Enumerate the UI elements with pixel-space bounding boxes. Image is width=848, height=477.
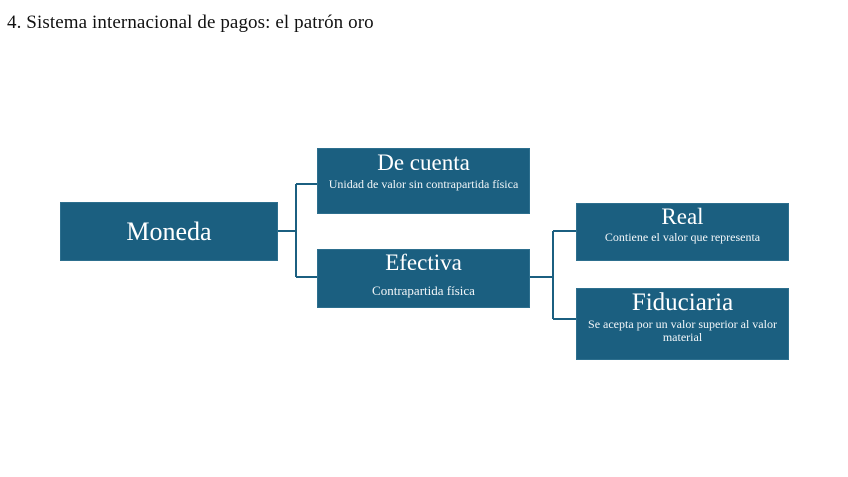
node-efectiva-title: Efectiva <box>385 250 462 275</box>
node-fiduciaria[interactable]: Fiduciaria Se acepta por un valor superi… <box>576 288 789 360</box>
node-real-title: Real <box>661 204 704 229</box>
node-de-cuenta-title: De cuenta <box>377 150 470 175</box>
node-real-subtitle: Contiene el valor que representa <box>604 229 761 244</box>
node-real[interactable]: Real Contiene el valor que representa <box>576 203 789 261</box>
node-efectiva[interactable]: Efectiva Contrapartida física <box>317 249 530 308</box>
node-fiduciaria-subtitle: Se acepta por un valor superior al valor… <box>588 317 777 345</box>
node-moneda[interactable]: Moneda <box>60 202 278 261</box>
node-fiduciaria-title: Fiduciaria <box>631 289 734 316</box>
node-efectiva-subtitle: Contrapartida física <box>372 282 475 298</box>
node-de-cuenta-subtitle: Unidad de valor sin contrapartida física <box>328 176 519 191</box>
node-moneda-title: Moneda <box>126 216 212 246</box>
node-de-cuenta[interactable]: De cuenta Unidad de valor sin contrapart… <box>317 148 530 214</box>
page-title: 4. Sistema internacional de pagos: el pa… <box>7 12 374 33</box>
